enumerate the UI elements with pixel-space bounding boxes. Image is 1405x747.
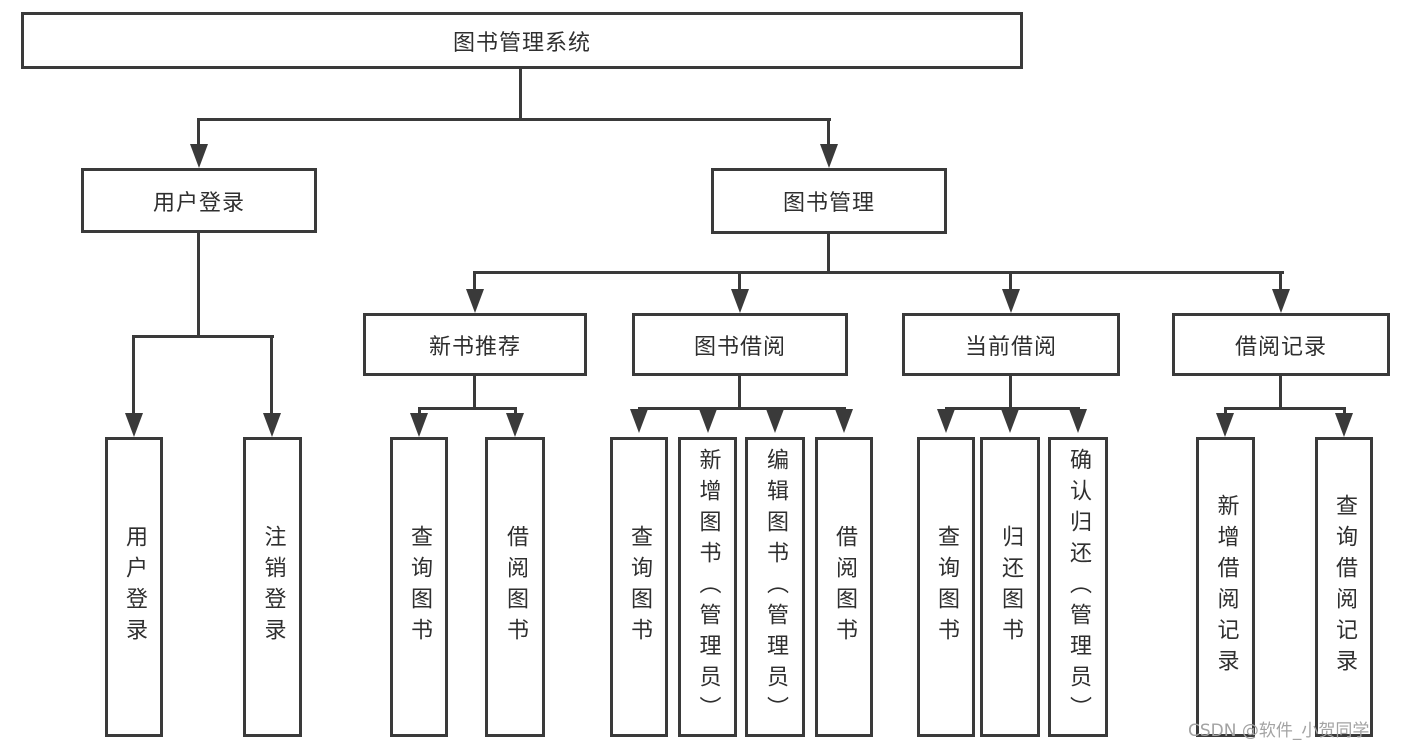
connector-records-drop [1279,271,1282,293]
leaf-add-books-admin: 新增图书（管理员） [678,437,737,737]
leaf-return-books-label: 归还图书 [998,525,1023,649]
connector-user-login-bar [133,335,274,338]
leaf-current-search-books: 查询图书 [917,437,975,737]
leaf-add-books-admin-label: 新增图书（管理员） [695,447,721,727]
connector-records-drop-2 [1343,407,1346,415]
arrow-records-leaf-2 [1335,413,1353,437]
node-book-borrowing: 图书借阅 [632,313,848,376]
connector-user-login-stem [197,233,200,337]
leaf-edit-books-admin-label: 编辑图书（管理员） [763,447,788,727]
connector-recommend-drop [473,271,476,293]
arrow-borrowing-leaf-3 [766,409,784,433]
node-borrow-records-label: 借阅记录 [1234,334,1327,360]
leaf-recommend-borrow-books: 借阅图书 [485,437,545,737]
node-book-borrowing-label: 图书借阅 [693,334,786,360]
node-book-management: 图书管理 [711,168,947,234]
leaf-recommend-search-books: 查询图书 [390,437,448,737]
connector-root-bar [197,118,831,121]
leaf-recommend-search-books-label: 查询图书 [407,525,432,649]
arrow-recommend-leaf-2 [506,413,524,437]
connector-user-login-drop [197,118,200,148]
leaf-borrowing-search-books-label: 查询图书 [627,525,652,649]
arrow-to-book-management [820,144,838,168]
leaf-edit-books-admin: 编辑图书（管理员） [745,437,805,737]
node-user-login-label: 用户登录 [152,190,245,216]
connector-leaf-logout-drop [270,335,273,415]
connector-borrowing-bar [638,407,846,410]
arrow-to-borrowing [731,289,749,313]
arrow-borrowing-leaf-1 [630,409,648,433]
node-user-login: 用户登录 [81,168,317,233]
leaf-logout: 注销登录 [243,437,302,737]
csdn-watermark: CSDN @软件_小贺同学 [1188,721,1370,741]
arrow-to-recommend [466,289,484,313]
node-book-management-label: 图书管理 [782,191,875,216]
leaf-confirm-return-admin: 确认归还（管理员） [1048,437,1108,737]
connector-current-drop [1009,271,1012,293]
arrow-records-leaf-1 [1216,413,1234,437]
leaf-search-borrow-record-label: 查询借阅记录 [1332,494,1357,680]
leaf-return-books: 归还图书 [980,437,1040,737]
connector-records-drop-1 [1224,407,1227,415]
leaf-borrowing-search-books: 查询图书 [610,437,668,737]
connector-recommend-drop-2 [514,407,517,415]
leaf-add-borrow-record-label: 新增借阅记录 [1213,494,1239,680]
node-borrow-records: 借阅记录 [1172,313,1390,376]
leaf-borrowing-borrow-books-label: 借阅图书 [832,525,857,649]
connector-records-stem [1279,376,1282,409]
node-root-label: 图书管理系统 [452,30,591,56]
connector-recommend-stem [473,376,476,409]
node-root: 图书管理系统 [21,12,1023,69]
arrow-to-leaf-login [125,413,143,437]
connector-current-bar [945,407,1080,410]
leaf-current-search-books-label: 查询图书 [934,525,959,649]
node-current-borrowing: 当前借阅 [902,313,1120,376]
connector-book-management-drop [827,118,830,148]
leaf-borrowing-borrow-books: 借阅图书 [815,437,873,737]
leaf-recommend-borrow-books-label: 借阅图书 [503,525,528,649]
leaf-user-login-label: 用户登录 [122,525,147,649]
arrow-recommend-leaf-1 [410,413,428,437]
connector-recommend-bar [418,407,517,410]
arrow-to-records [1272,289,1290,313]
connector-book-management-bar [474,271,1284,274]
arrow-current-leaf-2 [1001,409,1019,433]
leaf-search-borrow-record: 查询借阅记录 [1315,437,1373,737]
connector-records-bar [1224,407,1346,410]
arrow-borrowing-leaf-4 [835,409,853,433]
node-current-borrowing-label: 当前借阅 [964,334,1057,360]
connector-book-management-stem [827,234,830,273]
leaf-user-login: 用户登录 [105,437,163,737]
connector-leaf-login-drop [132,335,135,415]
leaf-add-borrow-record: 新增借阅记录 [1196,437,1255,737]
node-new-book-recommend-label: 新书推荐 [428,334,521,360]
connector-borrowing-stem [738,376,741,409]
arrow-to-current [1002,289,1020,313]
leaf-logout-label: 注销登录 [260,525,286,649]
arrow-to-leaf-logout [263,413,281,437]
connector-borrowing-drop [738,271,741,293]
arrow-borrowing-leaf-2 [699,409,717,433]
arrow-to-user-login [190,144,208,168]
arrow-current-leaf-1 [937,409,955,433]
leaf-confirm-return-admin-label: 确认归还（管理员） [1066,447,1091,727]
arrow-current-leaf-3 [1069,409,1087,433]
node-new-book-recommend: 新书推荐 [363,313,587,376]
connector-root-stem [519,69,522,119]
connector-recommend-drop-1 [418,407,421,415]
connector-current-stem [1009,376,1012,409]
